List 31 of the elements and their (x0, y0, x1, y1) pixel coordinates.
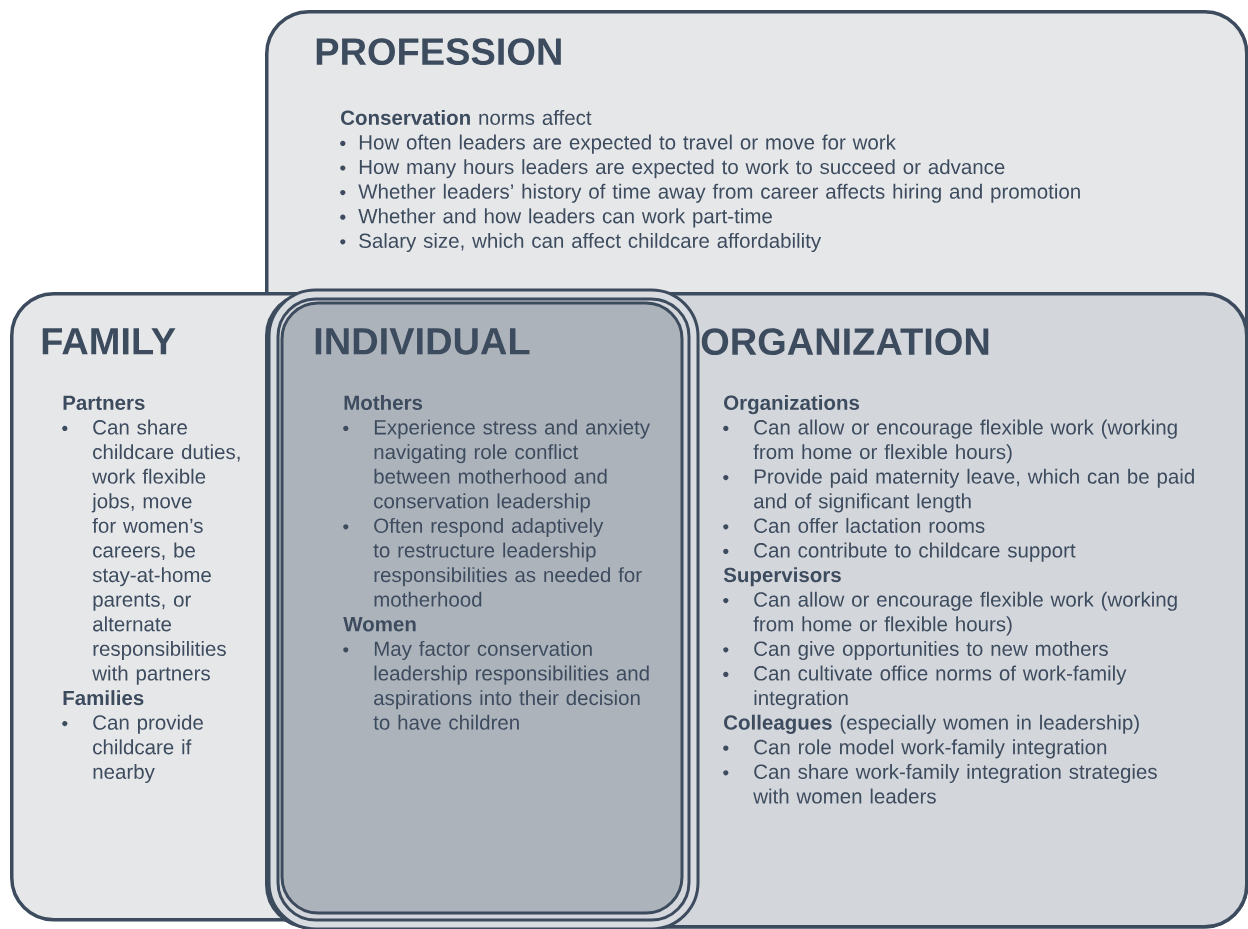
bullet-item: Can provide childcare if nearby (93, 714, 203, 784)
intro-text: Colleagues (especially women in leadership) (724, 714, 1139, 734)
heading: PROFESSION (316, 38, 561, 66)
bullet-item: Salary size, which can affect childcare affordability (359, 232, 822, 253)
subheading: Partners (63, 395, 145, 410)
bullet-item: Experience stress and anxiety navigating role conflict between motherhood and conservation leadership (374, 419, 650, 513)
bullet-item: Can allow or encourage flexible work (working from home or flexible hours) (753, 591, 1177, 636)
intro-text: Conservation norms affect (341, 109, 592, 125)
bullet-item: Often respond adaptively to restructure leadership responsibilities as needed for motherhood (373, 517, 642, 607)
subheading: Families (63, 690, 144, 706)
bullet-item: Whether leaders’ history of time away from career affects hiring and promotion (358, 183, 1080, 203)
bullet-item: Provide paid maternity leave, which can be paid and of significant length (754, 468, 1194, 513)
bullet-item: May factor conservation leadership responsibilities and aspirations into their decision to have children (373, 640, 649, 730)
bullet-item: Can role model work-family integration (754, 739, 1107, 759)
heading: FAMILY (42, 328, 176, 355)
bullet-item: Can cultivate office norms of work-family integration (754, 665, 1127, 710)
bullet-item: Can share childcare duties, work flexible jobs, move for women’s careers, be stay-at-home parents, or alternate responsibilities with partners (91, 419, 240, 685)
bullet-item: How many hours leaders are expected to work to succeed or advance (359, 159, 1005, 179)
bullet-item: Can offer lactation rooms (754, 517, 985, 533)
bullet-item: Can contribute to childcare support (754, 542, 1076, 562)
subheading: Organizations (724, 394, 860, 415)
bullet-item: How often leaders are expected to travel or move for work (359, 134, 896, 154)
subheading: Mothers (344, 394, 423, 410)
heading: ORGANIZATION (701, 328, 989, 356)
bullet-item: Can allow or encourage flexible work (working from home or flexible hours) (753, 419, 1177, 464)
bullet-item: Can share work-family integration strategies with women leaders (753, 763, 1157, 804)
bullet-item: Whether and how leaders can work part-time (358, 208, 772, 228)
heading: INDIVIDUAL (315, 328, 530, 355)
subheading: Supervisors (723, 567, 841, 587)
subheading: Women (343, 617, 416, 632)
bullet-item: Can give opportunities to new mothers (754, 640, 1108, 661)
